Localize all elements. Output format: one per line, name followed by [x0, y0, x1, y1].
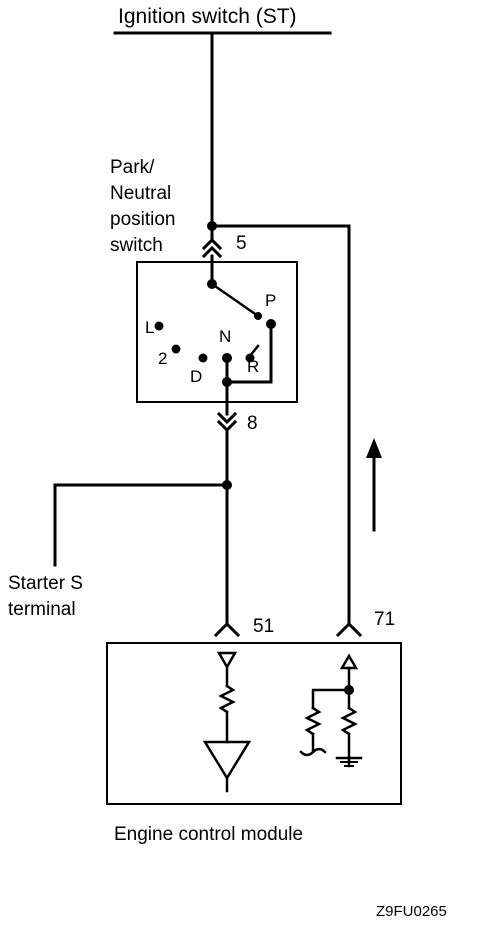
ecm-51-terminal-triangle	[216, 651, 238, 670]
pin-5-label: 5	[236, 233, 247, 254]
pin-71-label: 71	[374, 609, 396, 630]
connector-5	[201, 245, 223, 259]
ecm-box	[106, 642, 402, 805]
switch-pivot-dot	[207, 279, 217, 289]
pos-d-label: D	[190, 367, 203, 386]
pin-51-label: 51	[253, 616, 275, 637]
pos-r-label: R	[247, 357, 260, 376]
ignition-switch-label: Ignition switch (ST)	[118, 5, 297, 28]
pnp-label-line-3: position	[110, 209, 176, 230]
pin-8-label: 8	[247, 413, 258, 434]
ecm-51-buffer	[202, 740, 252, 781]
starter-wire	[53, 483, 229, 567]
junction-dot	[344, 685, 354, 695]
junction-dot	[207, 221, 217, 231]
current-direction-arrowhead	[366, 438, 382, 458]
ecm-71-resistor-right	[340, 706, 358, 736]
starter-label-line-2: terminal	[8, 599, 76, 620]
pos-l-label: L	[145, 318, 155, 337]
contact-dot-2	[171, 344, 181, 354]
pos-2-label: 2	[158, 349, 168, 368]
junction-dot	[222, 377, 232, 387]
contact-dot-r	[245, 353, 255, 363]
contact-dot-l	[154, 321, 164, 331]
connector-51	[213, 621, 241, 638]
ecm-71-chassis-ground	[299, 747, 327, 757]
contact-dot-p-blade	[254, 312, 262, 320]
connector-71	[335, 621, 363, 638]
pos-p-label: P	[265, 291, 277, 310]
ecm-51-resistor	[218, 684, 236, 714]
pos-n-label: N	[219, 327, 232, 346]
connector-5	[201, 237, 223, 251]
pnp-label-line-4: switch	[110, 235, 163, 256]
pnp-label-line-2: Neutral	[110, 183, 172, 204]
ecm-71-feed-wire	[210, 224, 351, 627]
switch-blade	[210, 282, 260, 318]
pnp-label-line-1: Park/	[110, 157, 155, 178]
figure-code: Z9FU0265	[376, 903, 447, 920]
ecm-71-terminal-triangle	[339, 653, 359, 670]
ecm-label: Engine control module	[114, 824, 304, 845]
connector-8	[216, 411, 238, 425]
contact-dot-p	[266, 319, 276, 329]
pnp-switch-box	[136, 261, 298, 403]
contact-dot-d	[198, 353, 208, 363]
ecm-71-resistor-left	[304, 706, 322, 736]
junction-dot	[222, 480, 232, 490]
p-contact-wire	[225, 322, 273, 384]
contact-dot-n	[222, 353, 232, 363]
starter-label-line-1: Starter S	[8, 573, 83, 594]
